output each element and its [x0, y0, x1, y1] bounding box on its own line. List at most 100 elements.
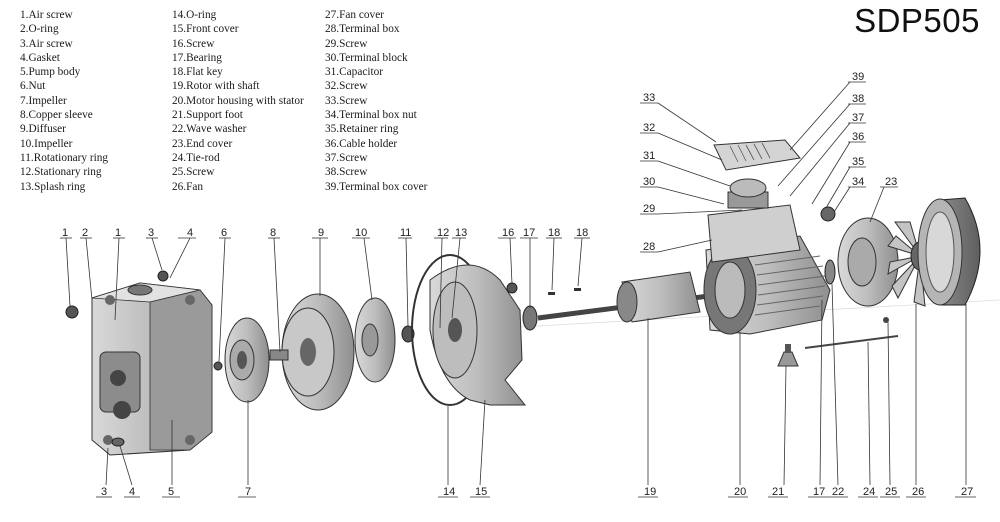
callout-label: 11 [400, 227, 411, 239]
legend-item: 18.Flat key [172, 66, 223, 79]
legend-column-3: 27.Fan cover 28.Terminal box 29.Screw 30… [325, 8, 427, 194]
callouts-left: 33 32 31 30 29 28 [640, 92, 743, 253]
legend-item: 9.Diffuser [20, 123, 66, 136]
callout-label: 17 [523, 227, 535, 239]
legend-item: 6.Nut [20, 80, 46, 93]
fan-cover [917, 197, 981, 306]
legend-item: 19.Rotor with shaft [172, 80, 260, 93]
terminal-box-cover [713, 139, 801, 171]
legend-column-2: 14.O-ring 15.Front cover 16.Screw 17.Bea… [172, 8, 304, 194]
callout-label: 8 [270, 227, 276, 239]
callout-label: 15 [475, 486, 487, 498]
screw [506, 282, 518, 294]
callout-label: 36 [852, 131, 864, 143]
legend-item: 33.Screw [325, 94, 368, 107]
bearing [522, 305, 538, 331]
callout-label: 26 [912, 486, 924, 498]
flat-key [548, 292, 555, 295]
callout-label: 18 [576, 227, 588, 239]
legend-item: 39.Terminal box cover [325, 180, 428, 193]
legend-item: 24.Tie-rod [172, 151, 220, 164]
legend-item: 8.Copper sleeve [20, 109, 93, 122]
cable-holder [820, 206, 836, 222]
capacitor [729, 178, 767, 198]
callout-label: 28 [643, 241, 655, 253]
end-cover [837, 217, 899, 307]
legend-item: 27.Fan cover [325, 9, 384, 21]
legend-item: 12.Stationary ring [20, 166, 102, 179]
callout-label: 32 [643, 122, 655, 134]
legend-item: 20.Motor housing with stator [172, 94, 304, 107]
legend-item: 26.Fan [172, 180, 204, 193]
diffuser [269, 293, 355, 411]
impeller [224, 317, 270, 403]
callout-label: 38 [852, 93, 864, 105]
wave-washer [824, 259, 836, 285]
legend-item: 32.Screw [325, 80, 368, 93]
legend-item: 14.O-ring [172, 9, 217, 21]
flat-key [574, 288, 581, 291]
screw-25 [883, 317, 889, 323]
legend-item: 31.Capacitor [325, 66, 384, 79]
model-title: SDP505 [854, 2, 980, 39]
legend-item: 38.Screw [325, 166, 368, 179]
callout-label: 17 [813, 486, 825, 498]
legend-item: 2.O-ring [20, 23, 59, 36]
legend-item: 11.Rotationary ring [20, 151, 109, 164]
legend-item: 7.Impeller [20, 94, 67, 107]
callouts-top: 1 2 1 3 4 6 8 9 10 11 12 13 16 17 18 18 [60, 227, 590, 363]
support-foot [777, 344, 799, 367]
callouts-right: 39 38 37 36 35 34 23 [777, 71, 898, 223]
callout-label: 14 [443, 486, 455, 498]
callouts-bottom: 3 4 5 7 14 15 19 20 21 17 22 24 25 26 27 [96, 283, 976, 498]
legend-item: 22.Wave washer [172, 123, 247, 136]
nut [213, 361, 223, 371]
callout-label: 24 [863, 486, 875, 498]
legend-item: 17.Bearing [172, 51, 222, 64]
callout-label: 22 [832, 486, 844, 498]
callout-label: 21 [772, 486, 784, 498]
callout-label: 6 [221, 227, 227, 239]
callout-label: 37 [852, 112, 864, 124]
callout-label: 2 [82, 227, 88, 239]
legend-item: 13.Splash ring [20, 180, 86, 193]
terminal-box [707, 191, 801, 263]
pump-body [91, 282, 213, 456]
motor-housing [703, 235, 831, 335]
callout-label: 13 [455, 227, 467, 239]
legend-item: 3.Air screw [20, 37, 73, 50]
callout-label: 33 [643, 92, 655, 104]
legend-item: 25.Screw [172, 166, 215, 179]
callout-label: 39 [852, 71, 864, 83]
callout-label: 34 [852, 176, 864, 188]
callout-label: 31 [643, 150, 655, 162]
callout-label: 7 [245, 486, 251, 498]
callout-label: 30 [643, 176, 655, 188]
callout-label: 16 [502, 227, 514, 239]
legend-item: 21.Support foot [172, 109, 243, 122]
legend-item: 16.Screw [172, 37, 215, 50]
legend-item: 29.Screw [325, 37, 368, 50]
callout-label: 4 [187, 227, 193, 239]
legend-column-1: 1.Air screw 2.O-ring 3.Air screw 4.Gaske… [20, 8, 108, 194]
callout-label: 3 [148, 227, 154, 239]
legend-item: 37.Screw [325, 151, 368, 164]
callout-label: 1 [115, 227, 121, 239]
tie-rod [804, 335, 899, 349]
callout-label: 20 [734, 486, 746, 498]
gasket [111, 437, 125, 447]
air-screw [65, 305, 79, 319]
callout-label: 3 [101, 486, 107, 498]
callout-label: 35 [852, 156, 864, 168]
callout-label: 23 [885, 176, 897, 188]
callout-label: 12 [437, 227, 449, 239]
legend-item: 36.Cable holder [325, 137, 398, 150]
legend-item: 23.End cover [172, 137, 233, 150]
legend-item: 4.Gasket [20, 51, 60, 64]
legend-item: 5.Pump body [20, 66, 81, 79]
callout-label: 1 [62, 227, 68, 239]
callout-label: 27 [961, 486, 973, 498]
callout-label: 29 [643, 203, 655, 215]
legend-item: 15.Front cover [172, 23, 239, 36]
